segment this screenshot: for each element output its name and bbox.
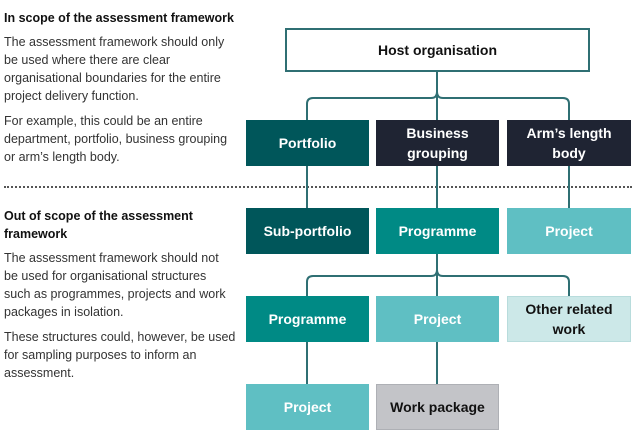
in-scope-heading: In scope of the assessment framework <box>4 11 234 25</box>
scope-divider <box>4 186 632 188</box>
box-other-related-work: Other related work <box>507 296 631 342</box>
out-of-scope-section: Out of scope of the assessment framework… <box>4 207 236 389</box>
box-sub-portfolio: Sub-portfolio <box>246 208 369 254</box>
box-project-arms-length: Project <box>507 208 631 254</box>
box-sub-programme: Programme <box>246 296 369 342</box>
box-programme: Programme <box>376 208 499 254</box>
in-scope-section: In scope of the assessment framework The… <box>4 9 236 173</box>
out-of-scope-paragraph-2: These structures could, however, be used… <box>4 330 236 380</box>
box-arms-length-body: Arm’s length body <box>507 120 631 166</box>
box-programme-project: Project <box>376 296 499 342</box>
out-of-scope-paragraph-1: The assessment framework should not be u… <box>4 251 226 319</box>
in-scope-paragraph-2: For example, this could be an entire dep… <box>4 114 228 164</box>
in-scope-paragraph-1: The assessment framework should only be … <box>4 35 225 103</box>
box-business-grouping: Business grouping <box>376 120 499 166</box>
box-sub-programme-project: Project <box>246 384 369 430</box>
box-host-organisation: Host organisation <box>285 28 590 72</box>
box-work-package: Work package <box>376 384 499 430</box>
box-portfolio: Portfolio <box>246 120 369 166</box>
out-of-scope-heading: Out of scope of the assessment framework <box>4 209 193 241</box>
